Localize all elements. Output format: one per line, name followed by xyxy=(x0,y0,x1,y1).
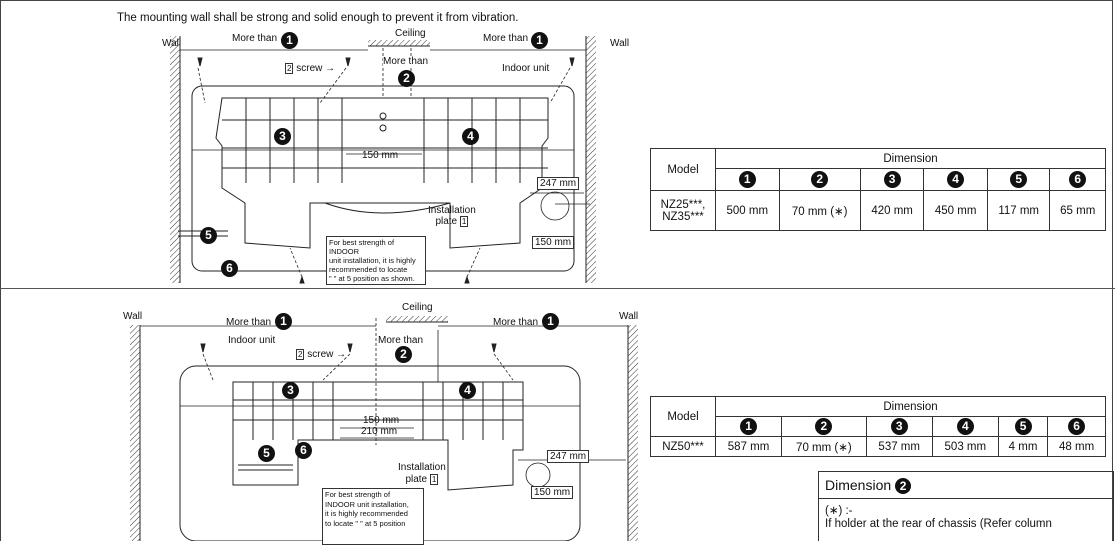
dim-150-label: 150 mm xyxy=(362,150,399,161)
dim-150b-label: 150 mm xyxy=(532,236,575,249)
dim-210-label: 210 mm xyxy=(361,426,398,437)
dim-247-label: 247 mm xyxy=(537,177,580,190)
more-than-label-left: More than xyxy=(232,33,278,44)
col-marker-5: 5 xyxy=(997,416,1049,437)
screw-icons xyxy=(200,343,497,353)
section-divider xyxy=(0,288,1115,289)
marker-6-icon: 6 xyxy=(221,259,238,277)
left-wall xyxy=(170,36,181,283)
right-wall xyxy=(585,36,596,283)
wall-label-right: Wall xyxy=(610,38,630,49)
marker-3-icon: 3 xyxy=(282,381,299,399)
piping-left xyxy=(238,464,293,471)
marker-4-icon: 4 xyxy=(459,381,476,399)
col-marker-3: 3 xyxy=(865,416,933,437)
col-marker-2: 2 xyxy=(778,168,861,191)
value-cell: 48 mm xyxy=(1047,436,1106,457)
marker-6-icon: 6 xyxy=(295,441,312,459)
wall-label-right: Wall xyxy=(619,311,639,322)
ceiling-mark xyxy=(386,316,448,323)
col-marker-2: 2 xyxy=(781,416,867,437)
value-cell: 587 mm xyxy=(714,436,783,457)
installation-plate xyxy=(232,381,524,491)
indoor-unit-label: Indoor unit xyxy=(228,335,276,346)
more-than-center-label: More than xyxy=(378,335,424,346)
value-cell: 503 mm xyxy=(931,436,999,457)
dimension-header: Dimension xyxy=(715,148,1106,169)
dimension-table-nz50: Model Dimension 1 2 3 4 5 6 NZ50*** 587 … xyxy=(650,396,1106,457)
value-cell: 117 mm xyxy=(986,190,1051,231)
model-header: Model xyxy=(650,396,716,437)
marker-3-icon: 3 xyxy=(274,127,291,145)
value-cell: 537 mm xyxy=(865,436,933,457)
wall-label-left: Wall xyxy=(123,311,143,322)
value-cell: 70 mm (∗) xyxy=(781,436,867,457)
value-cell: 70 mm (∗) xyxy=(778,190,861,231)
best-strength-note-top: For best strength of INDOOR unit install… xyxy=(326,236,426,285)
model-cell: NZ25***, NZ35*** xyxy=(650,190,716,231)
col-marker-1: 1 xyxy=(715,168,780,191)
col-marker-4: 4 xyxy=(931,416,999,437)
dimension-2-note: Dimension 2 (∗) :- If holder at the rear… xyxy=(818,471,1114,541)
marker-5-icon: 5 xyxy=(258,444,275,462)
value-cell: 450 mm xyxy=(923,190,988,231)
marker-1-icon: 1 xyxy=(542,312,559,330)
left-wall xyxy=(130,325,141,541)
marker-1-icon: 1 xyxy=(275,312,292,330)
model-cell: NZ50*** xyxy=(650,436,716,457)
marker-4-icon: 4 xyxy=(462,127,479,145)
dimension-header: Dimension xyxy=(715,396,1106,417)
col-marker-1: 1 xyxy=(714,416,783,437)
more-than-center-label: More than xyxy=(383,56,429,67)
indoor-unit-label: Indoor unit xyxy=(502,63,550,74)
dimension-table-nz25-nz35: Model Dimension 1 2 3 4 5 6 NZ25***, NZ3… xyxy=(650,148,1106,231)
screw-label: 2 screw → xyxy=(296,349,347,360)
col-marker-3: 3 xyxy=(859,168,925,191)
col-marker-4: 4 xyxy=(923,168,988,191)
dim-150b-label: 150 mm xyxy=(531,486,574,499)
bottom-installation-diagram xyxy=(130,316,638,541)
ceiling-label: Ceiling xyxy=(402,302,433,313)
ceiling-label: Ceiling xyxy=(395,28,426,39)
value-cell: 500 mm xyxy=(715,190,780,231)
value-cell: 65 mm xyxy=(1049,190,1106,231)
installation-plate xyxy=(215,97,549,249)
screw-label: 2 screw → xyxy=(285,63,336,74)
value-cell: 4 mm xyxy=(997,436,1049,457)
screw-icons xyxy=(197,57,575,284)
dim-247-label: 247 mm xyxy=(547,450,590,463)
dim-150-label: 150 mm xyxy=(363,415,400,426)
marker-1-icon: 1 xyxy=(531,31,548,49)
marker-2-icon: 2 xyxy=(398,69,415,87)
more-than-label-right: More than xyxy=(493,317,539,328)
col-marker-6: 6 xyxy=(1047,416,1106,437)
model-header: Model xyxy=(650,148,716,191)
col-marker-5: 5 xyxy=(986,168,1051,191)
marker-1-icon: 1 xyxy=(281,31,298,49)
ceiling-mark xyxy=(368,40,430,47)
col-marker-6: 6 xyxy=(1049,168,1106,191)
right-wall xyxy=(627,325,638,541)
more-than-label-left: More than xyxy=(226,317,272,328)
marker-5-icon: 5 xyxy=(200,226,217,244)
note-title: Dimension 2 xyxy=(819,472,1113,499)
top-installation-diagram xyxy=(170,36,596,284)
intro-text: The mounting wall shall be strong and so… xyxy=(117,12,519,24)
wall-label-left: Wall xyxy=(162,38,182,49)
more-than-label-right: More than xyxy=(483,33,529,44)
note-body: (∗) :- If holder at the rear of chassis … xyxy=(825,505,1052,530)
marker-2-icon: 2 xyxy=(395,345,412,363)
value-cell: 420 mm xyxy=(859,190,925,231)
best-strength-note-bottom: For best strength of INDOOR unit install… xyxy=(322,488,424,545)
